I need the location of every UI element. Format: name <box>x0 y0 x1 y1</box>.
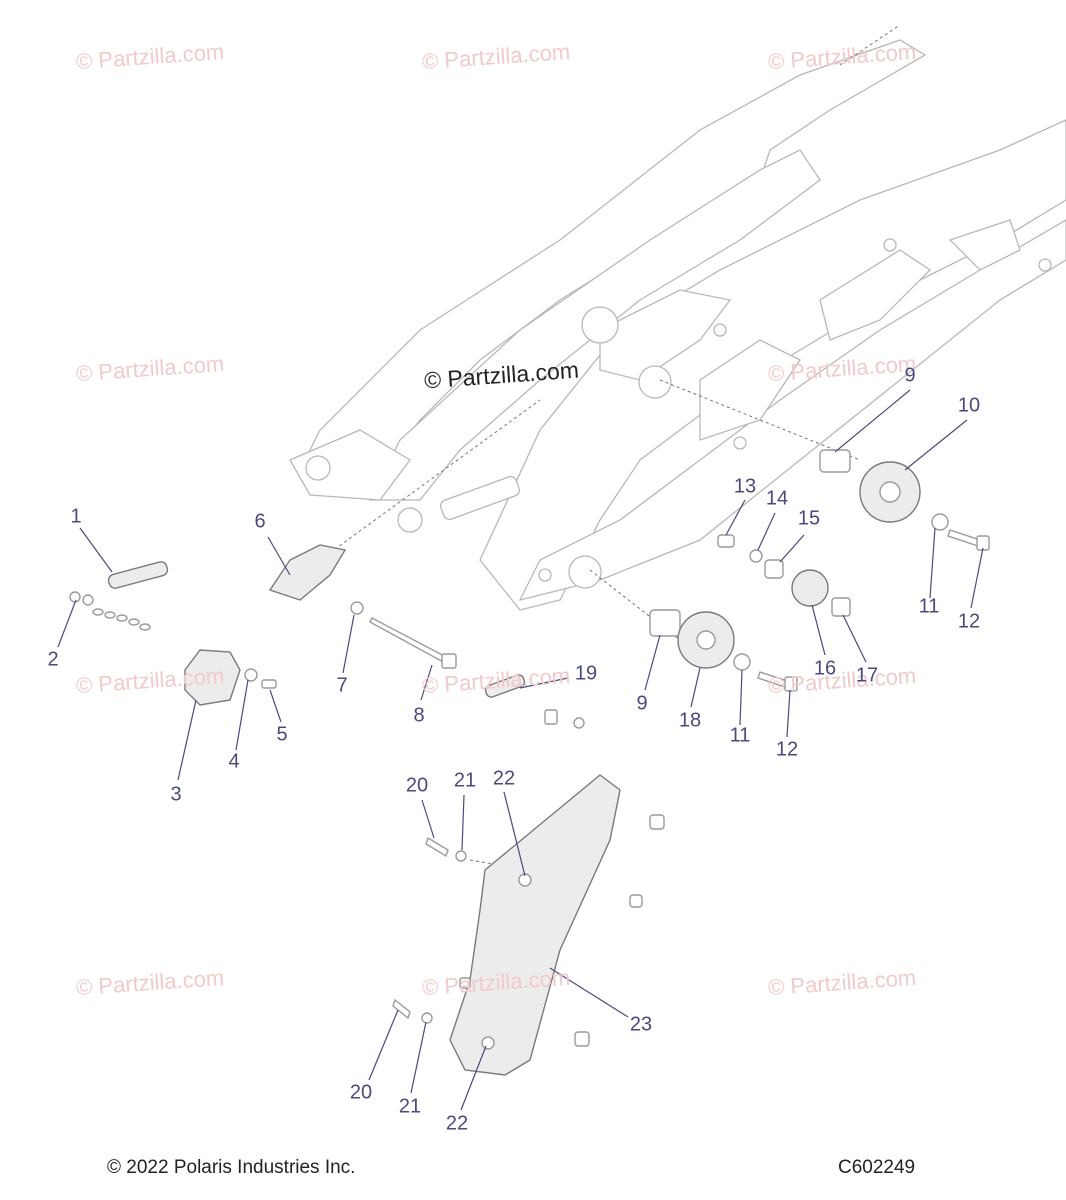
callout-19[interactable]: 19 <box>574 662 598 685</box>
callout-7[interactable]: 7 <box>336 674 348 697</box>
callout-5[interactable]: 5 <box>276 723 288 746</box>
axle-bolt <box>369 617 449 664</box>
callout-20-lower[interactable]: 20 <box>349 1081 373 1104</box>
callout-12-lower[interactable]: 12 <box>775 738 799 761</box>
callout-20-upper[interactable]: 20 <box>405 774 429 797</box>
callout-21-lower[interactable]: 21 <box>398 1095 422 1118</box>
callout-22-upper[interactable]: 22 <box>492 767 516 790</box>
callout-15[interactable]: 15 <box>797 507 821 530</box>
copyright-text: © 2022 Polaris Industries Inc. <box>107 1157 356 1178</box>
callout-23[interactable]: 23 <box>629 1013 653 1036</box>
chain-case-cover <box>449 774 621 1076</box>
callout-6[interactable]: 6 <box>254 510 266 533</box>
callout-4[interactable]: 4 <box>228 750 240 773</box>
callout-17[interactable]: 17 <box>855 664 879 687</box>
idler-wheel <box>791 569 829 607</box>
chain-segment <box>484 674 526 698</box>
suspension-frame <box>289 39 1066 611</box>
callout-9-upper[interactable]: 9 <box>904 364 916 387</box>
callout-16[interactable]: 16 <box>813 657 837 680</box>
callout-14[interactable]: 14 <box>765 487 789 510</box>
chain-slider <box>268 544 347 601</box>
callout-11-lower[interactable]: 11 <box>729 724 751 747</box>
callout-11-upper[interactable]: 11 <box>918 595 940 618</box>
callout-22-lower[interactable]: 22 <box>445 1112 469 1135</box>
diagram-code: C602249 <box>838 1157 916 1178</box>
callout-2[interactable]: 2 <box>47 648 59 671</box>
callout-8[interactable]: 8 <box>413 704 425 727</box>
tensioner-block <box>184 649 241 706</box>
callout-1[interactable]: 1 <box>70 505 82 528</box>
callout-21-upper[interactable]: 21 <box>453 769 477 792</box>
leader-lines <box>57 389 984 1111</box>
callout-3[interactable]: 3 <box>170 783 182 806</box>
callout-18[interactable]: 18 <box>678 709 702 732</box>
callout-13[interactable]: 13 <box>733 475 757 498</box>
callout-9-lower[interactable]: 9 <box>636 692 648 715</box>
chain-assembly <box>69 561 169 631</box>
callout-10[interactable]: 10 <box>957 394 981 417</box>
callout-12-upper[interactable]: 12 <box>957 610 981 633</box>
